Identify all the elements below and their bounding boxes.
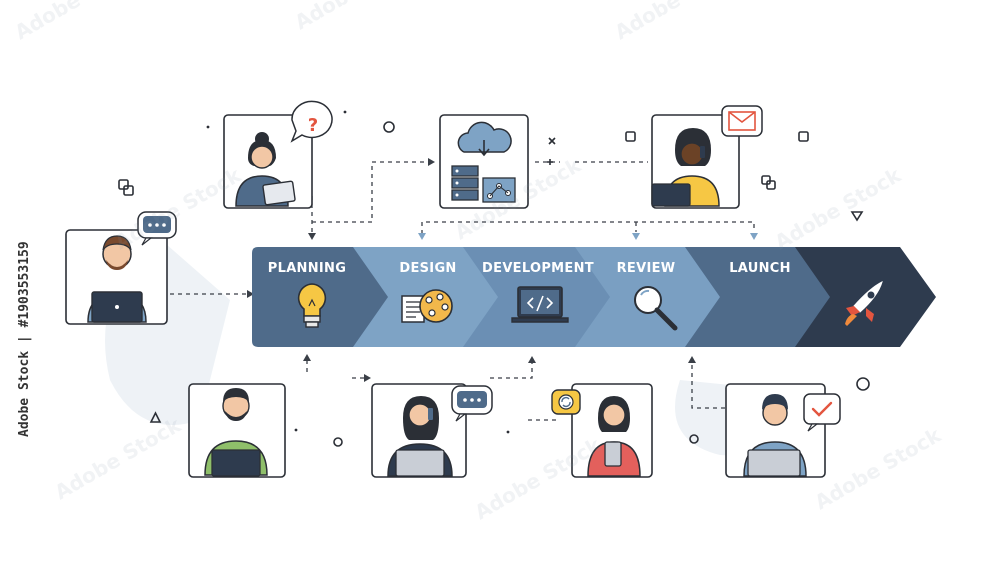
- stage-label-launch: LAUNCH: [729, 261, 791, 276]
- man-avatar-blue: [743, 394, 807, 477]
- mail-bubble-icon: [721, 105, 763, 137]
- watermark-text: Adobe Stock: [771, 163, 906, 255]
- stage-label-design: DESIGN: [399, 261, 456, 276]
- sync-icon: [551, 389, 581, 415]
- connectors: [170, 158, 758, 421]
- person-card-woman-phone-top: [651, 105, 763, 209]
- network-icon: [482, 177, 516, 203]
- watermark-text: Adobe Stock: [471, 433, 606, 525]
- stage-label-planning: PLANNING: [268, 261, 346, 276]
- process-chevrons: PLANNING DESIGN DEVELOPMENT REVIEW LAUNC…: [252, 247, 936, 347]
- lightbulb-icon: [297, 283, 327, 328]
- watermark-text: Adobe Stock: [111, 163, 246, 255]
- person-card-woman-phone-bottom: [371, 383, 493, 478]
- person-card-woman-tablet-bottom: [551, 383, 653, 478]
- woman-avatar-phone: [387, 396, 453, 477]
- magnifier-icon: [634, 286, 678, 331]
- stage-label-development: DEVELOPMENT: [482, 261, 594, 276]
- palette-icon: [401, 289, 453, 323]
- chat-bubble-icon: [451, 385, 493, 422]
- svg-text:?: ?: [308, 115, 318, 136]
- decorations: [118, 110, 870, 447]
- watermark-text: Adobe Stock: [811, 423, 946, 515]
- watermark-text: Adobe Stock: [51, 413, 186, 505]
- code-laptop-icon: [511, 286, 569, 323]
- woman-avatar-dark: [651, 128, 720, 207]
- woman-avatar-red: [587, 396, 641, 477]
- man-avatar: [87, 235, 147, 323]
- cloud-server-card: [439, 114, 529, 209]
- question-bubble-icon: ?: [290, 100, 333, 143]
- person-card-man-bottom-left: [188, 383, 286, 478]
- stage-label-review: REVIEW: [617, 261, 676, 276]
- woman-avatar: [235, 132, 296, 207]
- chevron-launch: [682, 247, 830, 347]
- chat-bubble-icon: [137, 211, 177, 246]
- man-avatar-green: [204, 388, 268, 477]
- watermark-text: Adobe Stock: [611, 0, 746, 44]
- watermark-text: Adobe Stock: [291, 0, 426, 34]
- watermark-text: Adobe Stock: [11, 0, 146, 44]
- person-card-man-laptop-left: [65, 211, 177, 325]
- check-bubble-icon: [803, 393, 841, 432]
- stock-id-text: Adobe Stock | #1903553159: [17, 241, 32, 437]
- cloud-upload-icon: [457, 121, 512, 157]
- person-card-man-check: [725, 383, 841, 478]
- person-card-woman-tablet: ?: [223, 100, 333, 209]
- rocket-icon: [845, 281, 883, 326]
- server-icon: [451, 165, 479, 201]
